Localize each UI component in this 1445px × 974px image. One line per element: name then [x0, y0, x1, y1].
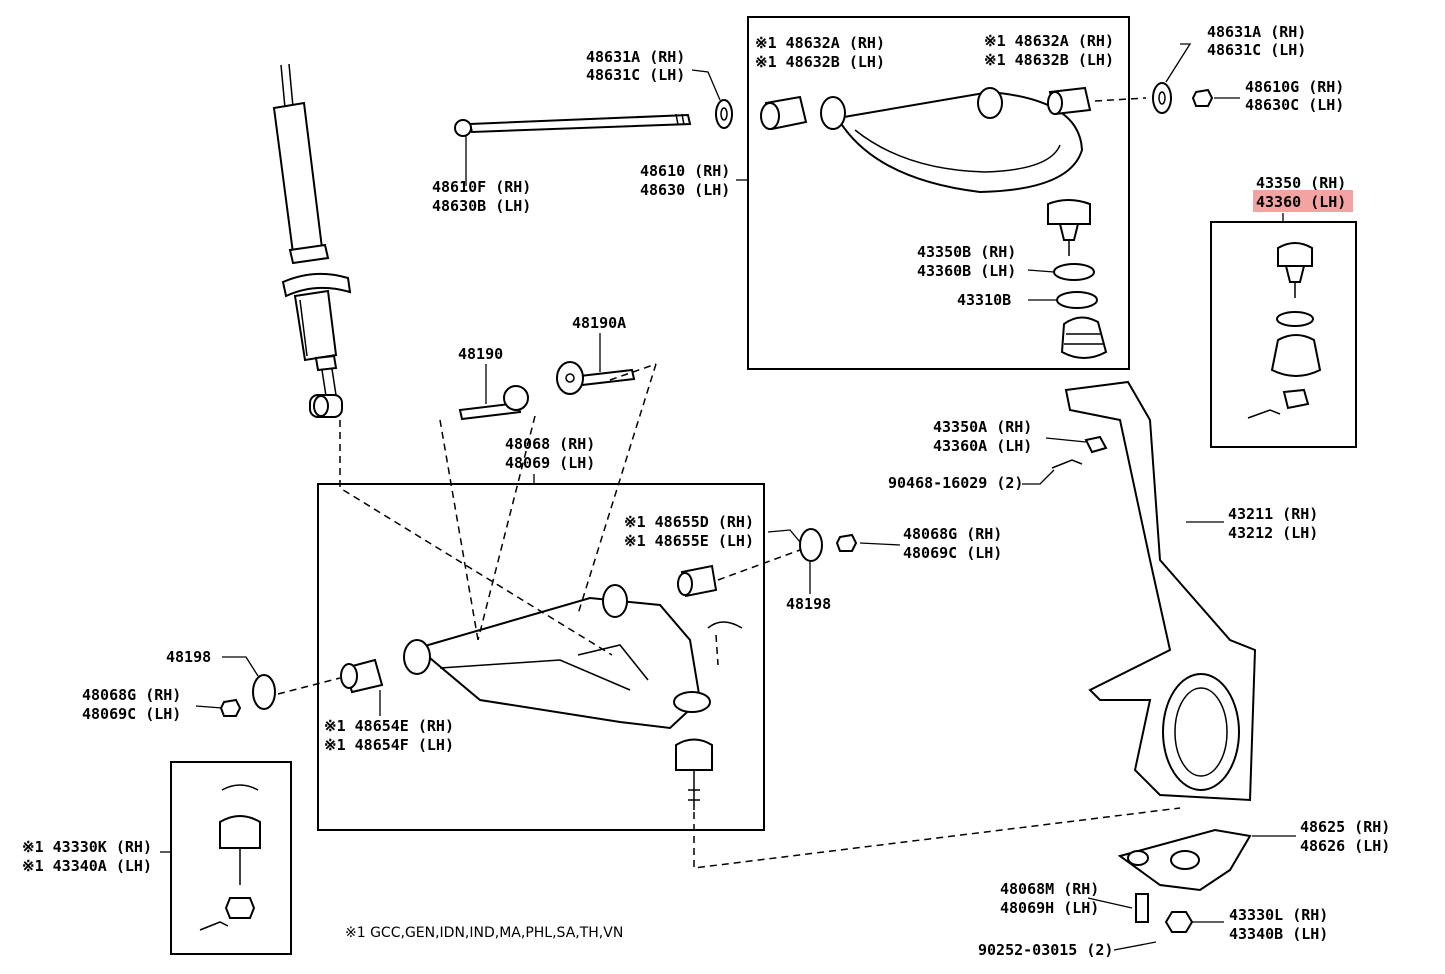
svg-text:48626 (LH): 48626 (LH)	[1300, 837, 1390, 855]
svg-text:※1 48655E (LH): ※1 48655E (LH)	[624, 532, 754, 550]
label-48198-left: 48198	[166, 648, 211, 666]
label-48198-right: 48198	[786, 595, 831, 613]
svg-text:48631C (LH): 48631C (LH)	[586, 66, 685, 84]
upper-arm-drawing	[760, 82, 1214, 194]
svg-text:48630 (LH): 48630 (LH)	[640, 181, 730, 199]
label-43350A: 43350A (RH) 43360A (LH)	[933, 418, 1032, 455]
svg-text:43211 (RH): 43211 (RH)	[1228, 505, 1318, 523]
svg-text:43212 (LH): 43212 (LH)	[1228, 524, 1318, 542]
leader-lines	[160, 43, 1296, 951]
svg-text:※1 48632B (LH): ※1 48632B (LH)	[755, 53, 885, 71]
label-48190A: 48190A	[572, 314, 626, 332]
svg-text:43340B (LH): 43340B (LH)	[1229, 925, 1328, 943]
label-43310B: 43310B	[957, 291, 1011, 309]
svg-text:48069H (LH): 48069H (LH)	[1000, 899, 1099, 917]
svg-text:43350B (RH): 43350B (RH)	[917, 243, 1016, 261]
svg-text:※1 48632A (RH): ※1 48632A (RH)	[755, 34, 885, 52]
label-48610F: 48610F (RH) 48630B (LH)	[432, 178, 531, 215]
label-43350B: 43350B (RH) 43360B (LH)	[917, 243, 1016, 280]
label-48655D: ※1 48655D (RH) ※1 48655E (LH)	[624, 513, 754, 550]
shock-absorber-drawing	[272, 63, 352, 418]
svg-text:48068G (RH): 48068G (RH)	[82, 686, 181, 704]
svg-text:48630C (LH): 48630C (LH)	[1245, 96, 1344, 114]
svg-text:※1 48655D (RH): ※1 48655D (RH)	[624, 513, 754, 531]
svg-text:※1 48654E (RH): ※1 48654E (RH)	[324, 717, 454, 735]
dashed-connectors	[277, 363, 1181, 869]
svg-text:48068 (RH): 48068 (RH)	[505, 435, 595, 453]
svg-text:48631A (RH): 48631A (RH)	[586, 48, 685, 66]
label-43350: 43350 (RH) 43360 (LH)	[1256, 174, 1346, 211]
svg-text:43360 (LH): 43360 (LH)	[1256, 193, 1346, 211]
steering-arm-drawing	[1117, 828, 1252, 933]
upper-arm-box	[747, 16, 1130, 370]
svg-text:48625 (RH): 48625 (RH)	[1300, 818, 1390, 836]
svg-text:※1 48654F (LH): ※1 48654F (LH)	[324, 736, 454, 754]
upper-ball-joint-drawing	[1047, 199, 1108, 359]
label-48068G-right: 48068G (RH) 48069C (LH)	[903, 525, 1002, 562]
svg-text:48069C (LH): 48069C (LH)	[903, 544, 1002, 562]
label-48654E: ※1 48654E (RH) ※1 48654F (LH)	[324, 717, 454, 754]
svg-text:48631C (LH): 48631C (LH)	[1207, 41, 1306, 59]
label-48068G-left: 48068G (RH) 48069C (LH)	[82, 686, 181, 723]
svg-text:48069C (LH): 48069C (LH)	[82, 705, 181, 723]
svg-text:※1 43330K (RH): ※1 43330K (RH)	[22, 838, 152, 856]
label-90468-16029: 90468-16029 (2)	[888, 474, 1023, 492]
svg-text:43330L (RH): 43330L (RH)	[1229, 906, 1328, 924]
svg-text:48610 (RH): 48610 (RH)	[640, 162, 730, 180]
svg-text:48610F (RH): 48610F (RH)	[432, 178, 531, 196]
strut-rod-drawing	[454, 99, 733, 137]
svg-text:48068M (RH): 48068M (RH)	[1000, 880, 1099, 898]
svg-text:※1 43340A (LH): ※1 43340A (LH)	[22, 857, 152, 875]
steering-knuckle-drawing	[1051, 380, 1257, 802]
highlight-box	[1253, 190, 1353, 212]
label-43211: 43211 (RH) 43212 (LH)	[1228, 505, 1318, 542]
label-90252-03015: 90252-03015 (2)	[978, 941, 1113, 959]
svg-text:48610G (RH): 48610G (RH)	[1245, 78, 1344, 96]
label-48625: 48625 (RH) 48626 (LH)	[1300, 818, 1390, 855]
lower-arm-box	[317, 483, 765, 831]
lower-arm-drawing	[219, 528, 858, 730]
svg-text:43360A (LH): 43360A (LH)	[933, 437, 1032, 455]
part-labels: 48631A (RH) 48631C (LH) ※1 48632A (RH) ※…	[22, 23, 1390, 959]
svg-text:43350 (RH): 43350 (RH)	[1256, 174, 1346, 192]
cam-bolt-drawing	[458, 361, 636, 421]
label-48610: 48610 (RH) 48630 (LH)	[640, 162, 730, 199]
lower-box-ball-joint-drawing	[199, 784, 261, 931]
lower-ball-joint-drawing	[675, 738, 713, 810]
label-48631A-left: 48631A (RH) 48631C (LH)	[586, 48, 685, 84]
svg-text:48631A (RH): 48631A (RH)	[1207, 23, 1306, 41]
svg-text:48630B (LH): 48630B (LH)	[432, 197, 531, 215]
footnote: ※1 GCC,GEN,IDN,IND,MA,PHL,SA,TH,VN	[345, 925, 623, 941]
label-48190: 48190	[458, 345, 503, 363]
label-48631A-right: 48631A (RH) 48631C (LH)	[1207, 23, 1306, 59]
label-43330K: ※1 43330K (RH) ※1 43340A (LH)	[22, 838, 152, 875]
svg-text:※1 48632B (LH): ※1 48632B (LH)	[984, 51, 1114, 69]
label-48610G: 48610G (RH) 48630C (LH)	[1245, 78, 1344, 114]
svg-text:43350A (RH): 43350A (RH)	[933, 418, 1032, 436]
svg-text:※1 48632A (RH): ※1 48632A (RH)	[984, 32, 1114, 50]
lower-ball-joint-box	[170, 761, 292, 955]
svg-text:48069 (LH): 48069 (LH)	[505, 454, 595, 472]
label-48632A-right: ※1 48632A (RH) ※1 48632B (LH)	[984, 32, 1114, 69]
svg-text:48068G (RH): 48068G (RH)	[903, 525, 1002, 543]
svg-text:43360B (LH): 43360B (LH)	[917, 262, 1016, 280]
label-48632A-left: ※1 48632A (RH) ※1 48632B (LH)	[755, 34, 885, 71]
ball-joint-kit-drawing	[1247, 242, 1322, 419]
label-43330L: 43330L (RH) 43340B (LH)	[1229, 906, 1328, 943]
label-48068M: 48068M (RH) 48069H (LH)	[1000, 880, 1099, 917]
label-48068: 48068 (RH) 48069 (LH)	[505, 435, 595, 472]
